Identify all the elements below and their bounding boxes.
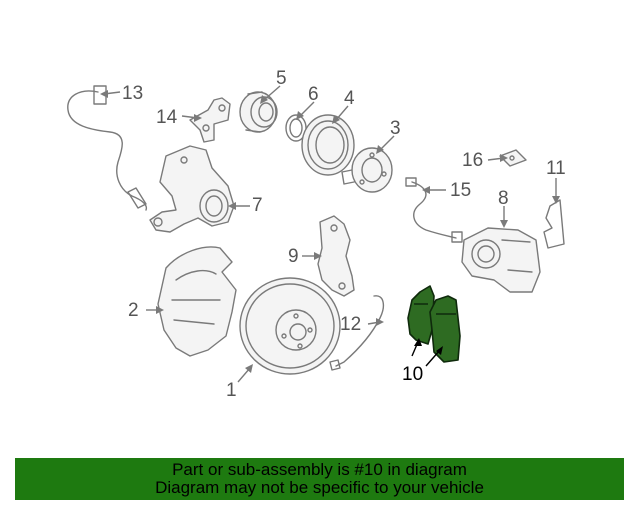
callout-9: 9 [288, 246, 299, 267]
banner-line-part: Part or sub-assembly is #10 in diagram [172, 460, 467, 479]
callout-16: 16 [462, 150, 483, 171]
info-banner: Part or sub-assembly is #10 in diagram D… [15, 458, 624, 500]
part-10-brake-pads [407, 285, 461, 363]
leader-lines [100, 85, 560, 383]
part-8-caliper [461, 227, 541, 293]
part-7-knuckle [149, 145, 235, 233]
part-5-bearing [239, 91, 278, 133]
part-16-clip [499, 149, 527, 167]
part-14-bracket [189, 97, 231, 143]
part-3-hub [341, 147, 393, 193]
parts-diagram: 13 14 5 6 4 3 7 16 11 15 8 9 2 12 1 10 [67, 68, 566, 401]
callout-6: 6 [308, 84, 319, 105]
callout-12: 12 [340, 314, 361, 335]
part-2-backing-plate [157, 246, 237, 357]
part-9-caliper-bracket [317, 215, 355, 297]
callout-7: 7 [252, 195, 263, 216]
callout-15: 15 [450, 180, 471, 201]
callout-4: 4 [344, 88, 355, 109]
callout-13: 13 [122, 83, 143, 104]
part-1-rotor [239, 277, 341, 375]
part-4-ring [301, 114, 355, 176]
callout-1: 1 [226, 380, 237, 401]
callout-8: 8 [498, 188, 509, 209]
callout-14: 14 [156, 107, 178, 128]
part-13-sensor-wire [67, 85, 148, 211]
part-12-wear-sensor [329, 295, 385, 371]
callout-10: 10 [402, 364, 423, 385]
part-11-hose-bracket [543, 199, 565, 249]
banner-line-disclaimer: Diagram may not be specific to your vehi… [155, 478, 484, 497]
callout-2: 2 [128, 300, 139, 321]
callout-3: 3 [390, 118, 401, 139]
callout-11: 11 [546, 158, 566, 179]
callout-5: 5 [276, 68, 287, 89]
